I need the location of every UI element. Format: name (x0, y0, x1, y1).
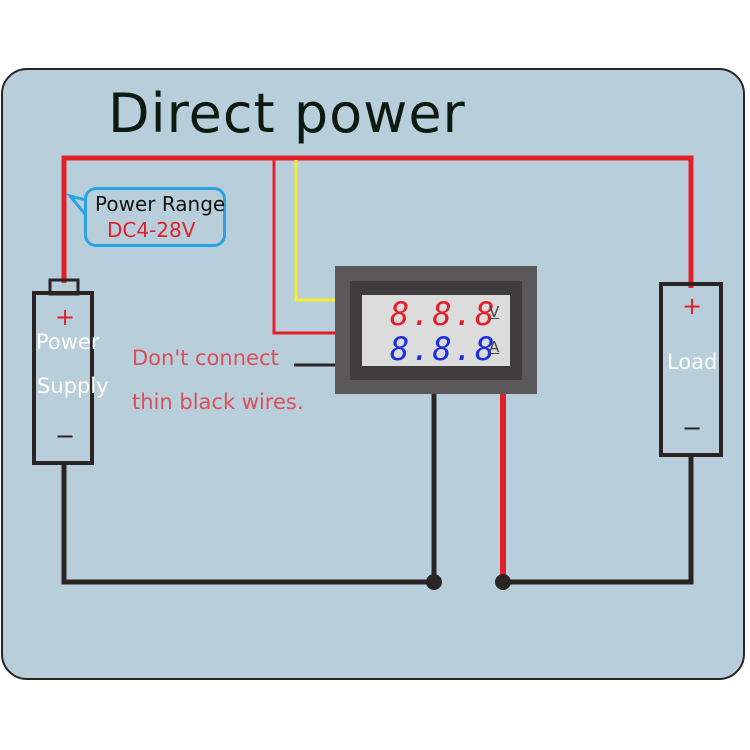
power-supply-body (32, 291, 94, 465)
power-supply-label-line1: Power (36, 330, 100, 354)
load-plus-sign: + (682, 292, 703, 320)
warning-line-2: thin black wires. (132, 390, 304, 414)
voltage-unit: V (489, 303, 500, 321)
current-readout: 8.8.8 (390, 330, 497, 368)
callout-range: DC4-28V (107, 218, 196, 242)
current-unit: A (489, 338, 500, 356)
power-range-callout: Power Range DC4-28V (84, 187, 226, 247)
junction-dot (495, 574, 511, 590)
callout-tail (65, 193, 87, 215)
load-minus-sign: − (682, 414, 703, 442)
thin-yellow-wire (294, 160, 336, 302)
power-supply-label-line2: Supply (37, 374, 109, 398)
meter-display (362, 295, 510, 366)
voltage-readout: 8.8.8 (390, 295, 497, 333)
positive-wire-main (61, 155, 694, 288)
thin-red-wire (272, 158, 336, 335)
load-body (659, 282, 723, 457)
page-title: Direct power (108, 82, 466, 145)
junction-dot (426, 574, 442, 590)
negative-wire-load (503, 455, 694, 585)
load-label: Load (667, 350, 718, 374)
callout-title: Power Range (95, 192, 226, 216)
warning-line-1: Don't connect (132, 346, 279, 370)
supply-plus-sign: + (55, 303, 76, 331)
supply-minus-sign: − (55, 422, 76, 450)
negative-wire-supply (61, 394, 437, 585)
